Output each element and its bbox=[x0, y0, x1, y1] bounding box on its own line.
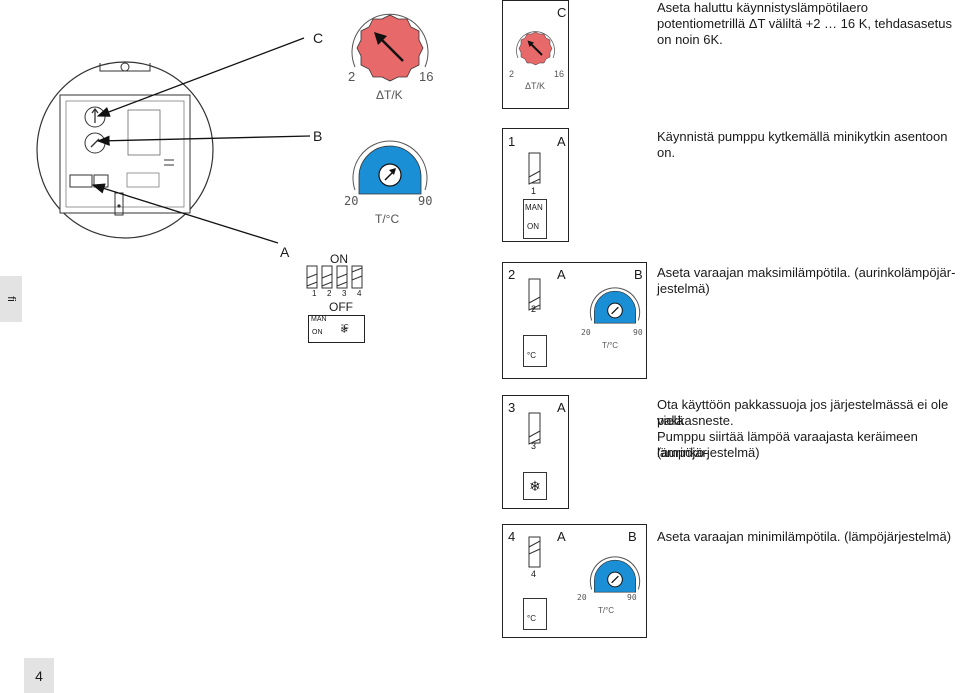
step-3-box: 3 A 3 ❄ bbox=[502, 395, 569, 509]
step-1-label: A bbox=[557, 134, 566, 149]
dt-potentiometer bbox=[351, 13, 429, 82]
snowflake-icon: ❄ bbox=[340, 325, 349, 336]
dip-num-1: 1 bbox=[312, 289, 317, 298]
dip-num-4: 4 bbox=[357, 289, 362, 298]
step-1-text: Käynnistä pumppu kytkemällä minikytkin a… bbox=[657, 129, 948, 160]
step2-temp-min: 20 bbox=[581, 328, 591, 337]
step-4-switch-num: 4 bbox=[531, 569, 537, 579]
snowflake-icon-box: ❄ bbox=[523, 472, 547, 500]
dip-function-legend: MAN ON °C ❄ bbox=[308, 315, 365, 343]
dip-on-label: ON bbox=[330, 252, 348, 266]
step-3-number: 3 bbox=[508, 400, 516, 415]
legend-deg: °C bbox=[341, 324, 349, 331]
temp-unit: T/°C bbox=[375, 212, 400, 226]
step-1-number: 1 bbox=[508, 134, 516, 149]
man-label: MAN bbox=[525, 203, 543, 212]
man-on-indicator: MAN ON bbox=[523, 199, 547, 239]
callout-c: C bbox=[313, 30, 324, 46]
temp-max: 90 bbox=[418, 194, 433, 208]
dip-switch-1-icon bbox=[528, 152, 541, 185]
step4-temp-max: 90 bbox=[627, 593, 637, 602]
min-temp-indicator: °C bbox=[523, 598, 547, 630]
max-temp-indicator: °C bbox=[523, 335, 547, 367]
language-tab: fi bbox=[0, 276, 22, 322]
dt-unit-small: ΔT/K bbox=[525, 81, 546, 91]
step-2-deg: °C bbox=[527, 351, 536, 360]
step2-temp-unit: T/°C bbox=[602, 341, 619, 350]
step2-temp-max: 90 bbox=[633, 328, 643, 337]
step-2-number: 2 bbox=[508, 267, 516, 282]
step-4-deg: °C bbox=[527, 614, 536, 623]
step-1-box: 1 A 1 MAN ON bbox=[502, 128, 569, 242]
dip-switch-4-icon bbox=[528, 536, 541, 568]
step-2-switch-num: 2 bbox=[531, 304, 537, 314]
dip-num-3: 3 bbox=[342, 289, 347, 298]
step-2-text-line2: jestelmä) bbox=[657, 281, 710, 296]
step4-temp-unit: T/°C bbox=[598, 606, 615, 615]
step-4-box: 4 A B 4 °C 20 90 T/°C bbox=[502, 524, 647, 638]
legend-man: MAN bbox=[311, 316, 327, 323]
step-4-label-b: B bbox=[628, 529, 637, 544]
temp-potentiometer-step4 bbox=[589, 556, 641, 593]
callout-a: A bbox=[280, 244, 290, 260]
step-3-text-line3: Pumppu siirtää lämpöä varaajasta keräime… bbox=[657, 429, 918, 460]
step-4-text: Aseta varaajan minimilämpötila. (lämpöjä… bbox=[657, 529, 952, 544]
dt-potentiometer-small bbox=[516, 31, 555, 66]
callout-b: B bbox=[313, 128, 323, 144]
step-1-switch-num: 1 bbox=[531, 186, 537, 196]
temp-potentiometer bbox=[352, 140, 428, 195]
on-label: ON bbox=[527, 222, 539, 231]
dt-max: 16 bbox=[419, 69, 434, 84]
step-c-text: Aseta haluttu käynnistyslämpötilaero pot… bbox=[657, 0, 952, 47]
dt-max-small: 16 bbox=[554, 69, 565, 79]
dt-min-small: 2 bbox=[509, 69, 515, 79]
dip-switches bbox=[306, 265, 363, 289]
step-3-label: A bbox=[557, 400, 566, 415]
page-number: 4 bbox=[24, 658, 54, 693]
step-c-label: C bbox=[557, 5, 567, 20]
dip-num-2: 2 bbox=[327, 289, 332, 298]
dt-unit: ΔT/K bbox=[376, 88, 403, 102]
device-diagram bbox=[36, 61, 214, 239]
dt-min: 2 bbox=[348, 69, 356, 84]
dip-off-label: OFF bbox=[329, 300, 353, 314]
step-2-label-a: A bbox=[557, 267, 566, 282]
temp-min: 20 bbox=[344, 194, 359, 208]
step-4-number: 4 bbox=[508, 529, 516, 544]
step-3-text-line4: lämpöjärjestelmä) bbox=[657, 445, 760, 460]
step-3-switch-num: 3 bbox=[531, 441, 537, 451]
temp-potentiometer-step2 bbox=[589, 287, 641, 324]
step4-temp-min: 20 bbox=[577, 593, 587, 602]
step-3-text-line2: pakkasneste. bbox=[657, 413, 734, 428]
dip-switch-3-icon bbox=[528, 412, 541, 445]
step-2-label-b: B bbox=[634, 267, 643, 282]
step-2-text-line1: Aseta varaajan maksimilämpötila. (aurink… bbox=[657, 265, 956, 280]
step-4-label-a: A bbox=[557, 529, 566, 544]
dip-switch-2-icon bbox=[528, 278, 541, 311]
step-3-text-line1: Ota käyttöön pakkassuoja jos järjestelmä… bbox=[657, 397, 949, 428]
legend-on: ON bbox=[312, 329, 323, 336]
step-c-box: C 2 16 ΔT/K bbox=[502, 0, 569, 109]
step-2-box: 2 A B 2 °C 20 90 T/°C bbox=[502, 262, 647, 379]
